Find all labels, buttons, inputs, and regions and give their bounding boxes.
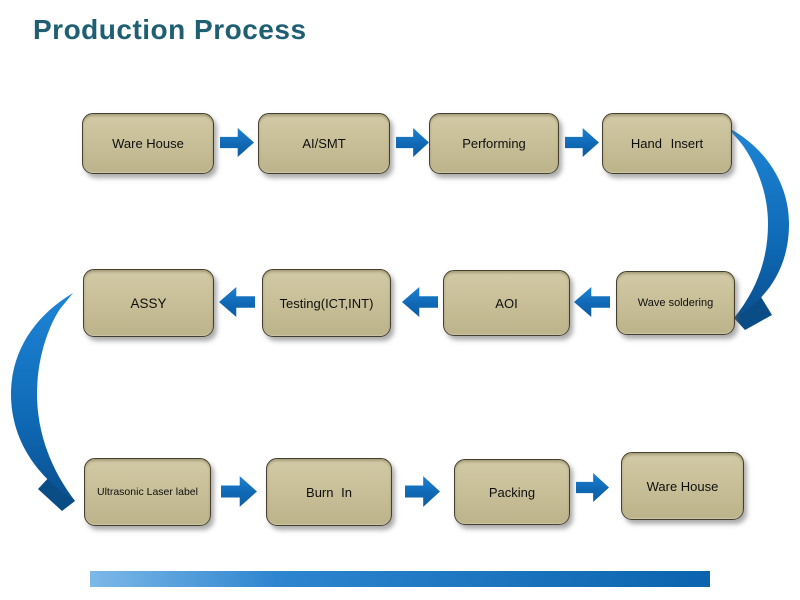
flow-box-assy: ASSY [83, 269, 214, 337]
flow-box-aoi: AOI [443, 270, 570, 336]
flow-box-label: Ware House [112, 136, 184, 151]
flow-box-ware-house-end: Ware House [621, 452, 744, 520]
flow-arrow-left-1 [574, 287, 610, 317]
curved-arrow-left [11, 293, 75, 501]
flow-box-wave-soldering: Wave soldering [616, 271, 735, 335]
flow-box-packing: Packing [454, 459, 570, 525]
flow-box-label: Performing [462, 136, 526, 151]
flow-arrow-left-3 [219, 287, 255, 317]
flow-box-label: ASSY [130, 295, 167, 311]
flow-arrow-right-1 [220, 127, 254, 158]
page-title: Production Process [33, 14, 307, 45]
flow-arrow-right-4 [221, 476, 257, 507]
flow-arrow-right-3 [565, 127, 599, 158]
flow-arrow-right-5 [405, 476, 440, 507]
footer-accent-bar [90, 571, 710, 587]
flow-box-label: Testing(ICT,INT) [279, 295, 374, 311]
flow-box-hand-insert: Hand Insert [602, 113, 732, 174]
curved-arrow-right [727, 127, 789, 318]
flow-arrow-left-2 [402, 287, 438, 317]
flow-box-ai-smt: AI/SMT [258, 113, 390, 174]
flow-box-label: Burn In [306, 484, 352, 500]
flow-box-label: Packing [488, 484, 536, 500]
curved-arrow-left-tip [38, 474, 75, 511]
flow-box-ware-house-start: Ware House [82, 113, 214, 174]
flow-box-label: AI/SMT [302, 136, 346, 151]
flow-box-label: Ware House [646, 478, 719, 494]
flow-box-label: Hand Insert [630, 136, 704, 151]
flow-arrow-right-6 [576, 472, 609, 503]
flow-box-label: Ultrasonic Laser label [97, 486, 198, 498]
flow-box-burn-in: Burn In [266, 458, 392, 526]
curved-arrow-right-tip [734, 297, 772, 330]
flow-box-label: Wave soldering [637, 297, 714, 309]
flow-box-ultrasonic-laser-label: Ultrasonic Laser label [84, 458, 211, 526]
flow-box-label: AOI [495, 295, 518, 311]
flow-box-testing-ict-int: Testing(ICT,INT) [262, 269, 391, 337]
flow-arrow-right-2 [396, 127, 429, 158]
flow-box-performing: Performing [429, 113, 559, 174]
